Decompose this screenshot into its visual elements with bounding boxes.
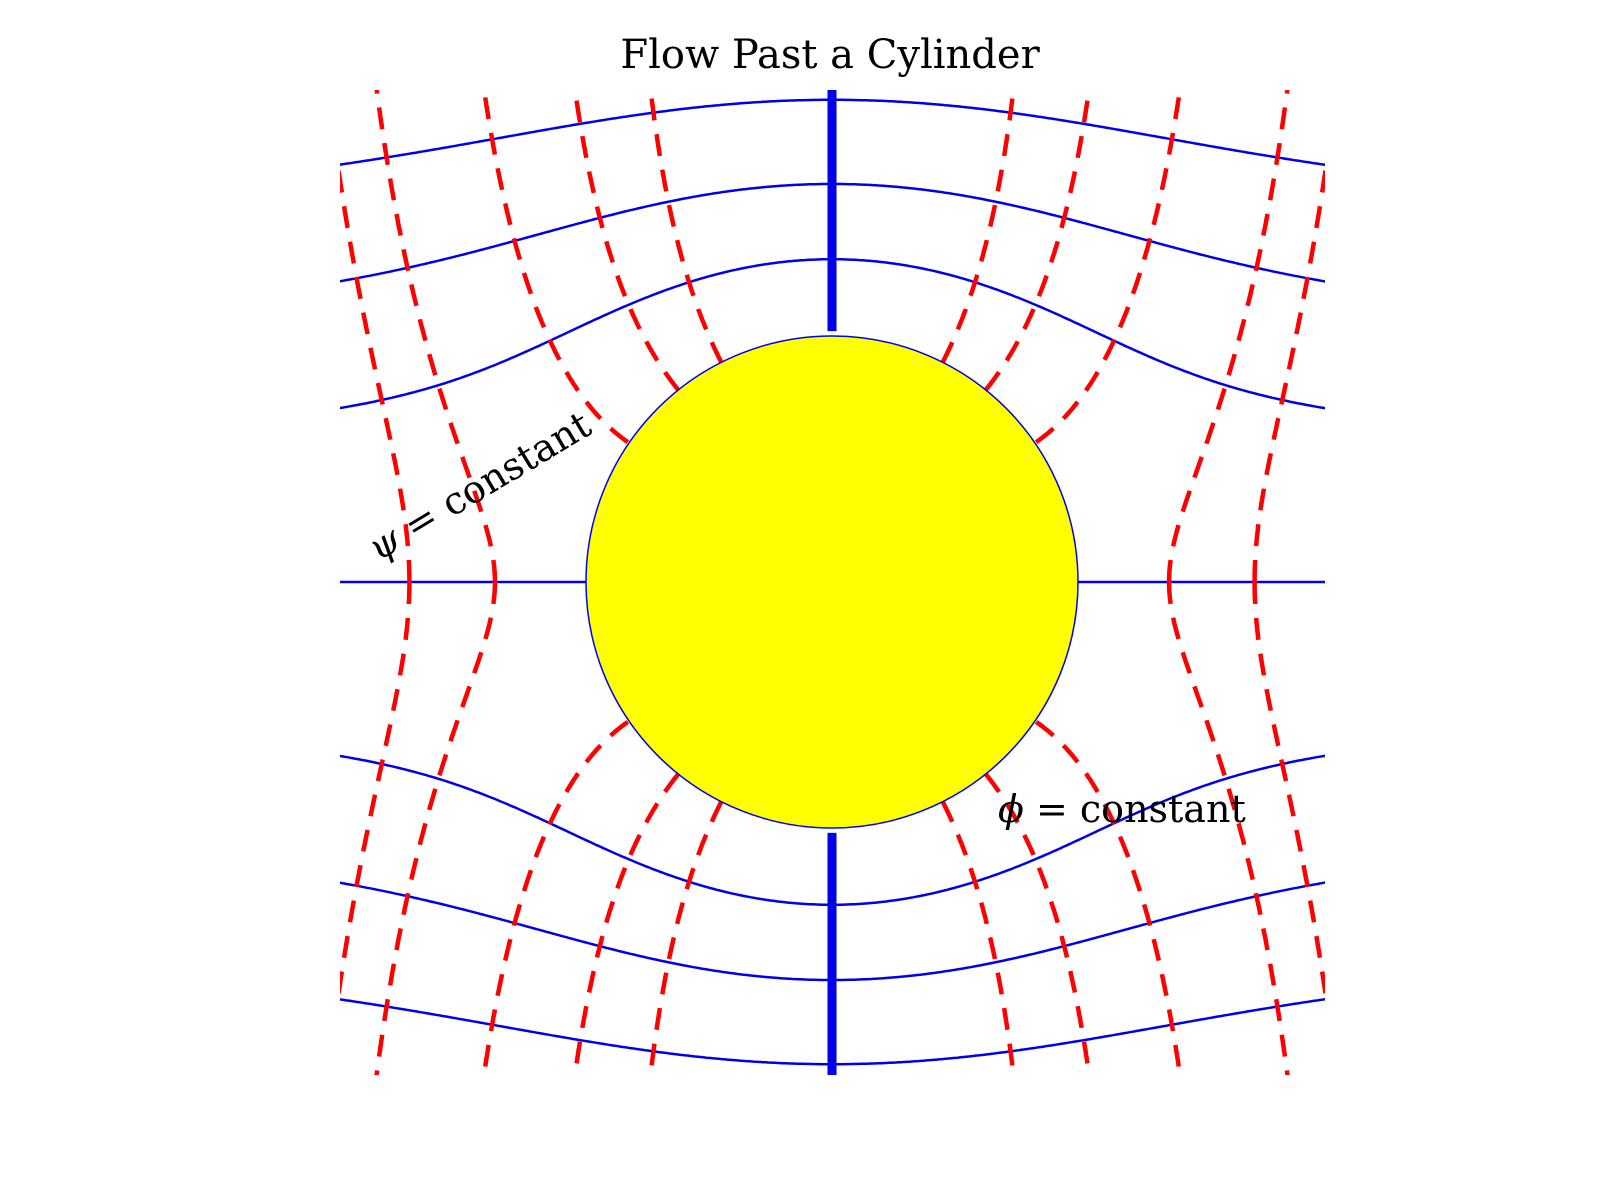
psi-label: = constant <box>386 402 599 554</box>
phi-annotation: ϕ = constant <box>998 787 1246 831</box>
equipotential-line <box>648 800 724 1075</box>
equipotential-line <box>481 90 630 444</box>
equipotential-line <box>572 90 680 392</box>
equipotential-line <box>1252 157 1325 582</box>
cylinder <box>585 335 1079 829</box>
equipotential-lines <box>340 90 1325 1075</box>
equipotential-line <box>984 772 1092 1075</box>
figure-title: Flow Past a Cylinder <box>620 32 1040 78</box>
psi-annotation: ψ = constant <box>360 402 598 569</box>
equipotential-line <box>572 772 680 1075</box>
equipotential-line <box>1034 720 1183 1075</box>
equipotential-line <box>481 720 630 1075</box>
equipotential-line <box>340 582 412 1000</box>
equipotential-line <box>1252 582 1325 1007</box>
equipotential-line <box>984 90 1092 392</box>
equipotential-line <box>1166 90 1290 582</box>
phi-label: = constant <box>1024 787 1246 831</box>
equipotential-line <box>1166 582 1290 1075</box>
equipotential-line <box>374 582 498 1075</box>
equipotential-line <box>940 800 1016 1075</box>
phi-symbol: ϕ <box>998 787 1024 831</box>
equipotential-line <box>340 164 412 582</box>
streamline <box>217 1098 1447 1155</box>
equipotential-line <box>1034 90 1183 444</box>
